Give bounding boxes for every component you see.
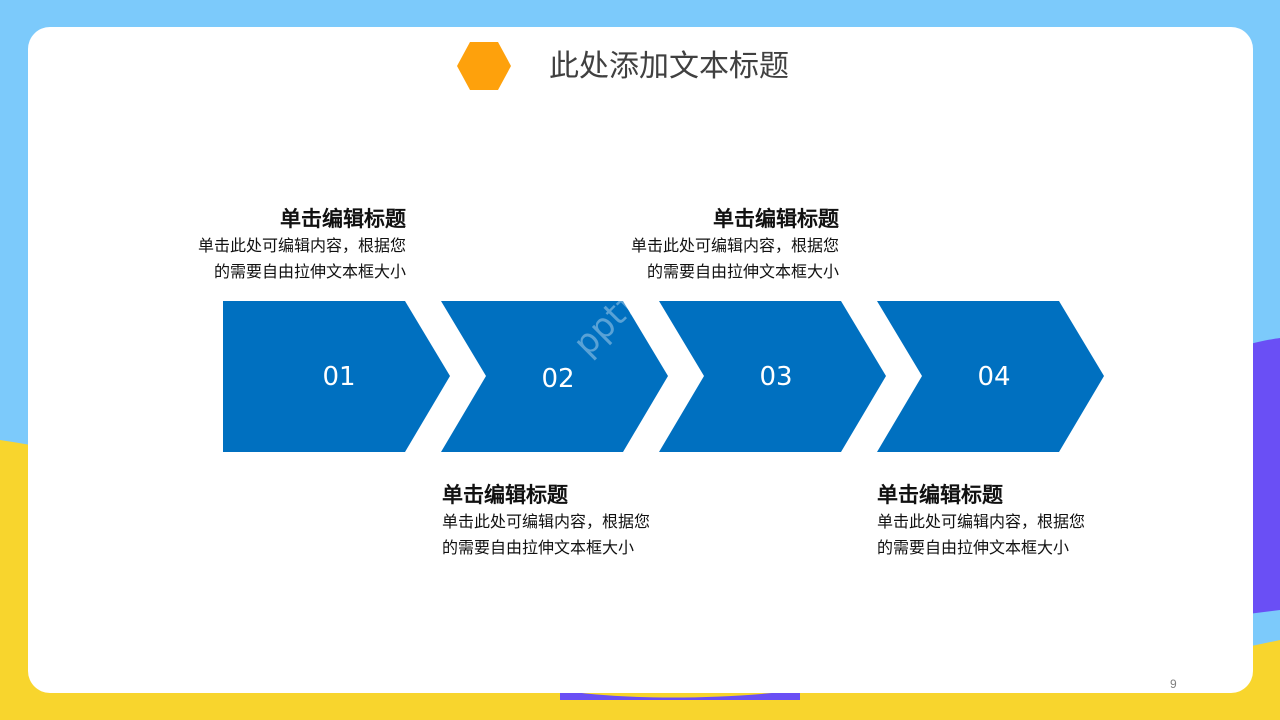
step-number-3: 03 — [759, 362, 793, 392]
chevron-step-2 — [441, 301, 668, 452]
step-text-2[interactable]: 单击编辑标题 单击此处可编辑内容，根据您 的需要自由拉伸文本框大小 — [442, 481, 702, 561]
step-heading: 单击编辑标题 — [442, 483, 568, 507]
purple-strip — [560, 690, 800, 700]
step-body-line: 单击此处可编辑内容，根据您 — [877, 512, 1086, 531]
hexagon-icon — [457, 42, 511, 90]
step-heading: 单击编辑标题 — [877, 483, 1003, 507]
step-heading: 单击编辑标题 — [280, 207, 406, 231]
step-body-line: 的需要自由拉伸文本框大小 — [646, 262, 839, 281]
step-body-line: 的需要自由拉伸文本框大小 — [877, 538, 1070, 557]
step-text-3[interactable]: 单击编辑标题 单击此处可编辑内容，根据您 的需要自由拉伸文本框大小 — [579, 205, 839, 285]
page-number: 9 — [1170, 677, 1177, 691]
step-body-line: 单击此处可编辑内容，根据您 — [197, 236, 406, 255]
step-number-2: 02 — [541, 364, 575, 394]
page-title: 此处添加文本标题 — [549, 49, 789, 84]
step-heading: 单击编辑标题 — [713, 207, 839, 231]
step-number-1: 01 — [322, 362, 356, 392]
step-number-4: 04 — [977, 362, 1011, 392]
chevron-step-4 — [877, 301, 1104, 452]
step-text-1[interactable]: 单击编辑标题 单击此处可编辑内容，根据您 的需要自由拉伸文本框大小 — [146, 205, 406, 285]
step-body-line: 单击此处可编辑内容，根据您 — [442, 512, 651, 531]
chevron-step-3 — [659, 301, 886, 452]
step-body-line: 的需要自由拉伸文本框大小 — [442, 538, 635, 557]
chevron-step-1 — [223, 301, 450, 452]
step-body-line: 单击此处可编辑内容，根据您 — [630, 236, 839, 255]
step-body-line: 的需要自由拉伸文本框大小 — [213, 262, 406, 281]
step-text-4[interactable]: 单击编辑标题 单击此处可编辑内容，根据您 的需要自由拉伸文本框大小 — [877, 481, 1137, 561]
